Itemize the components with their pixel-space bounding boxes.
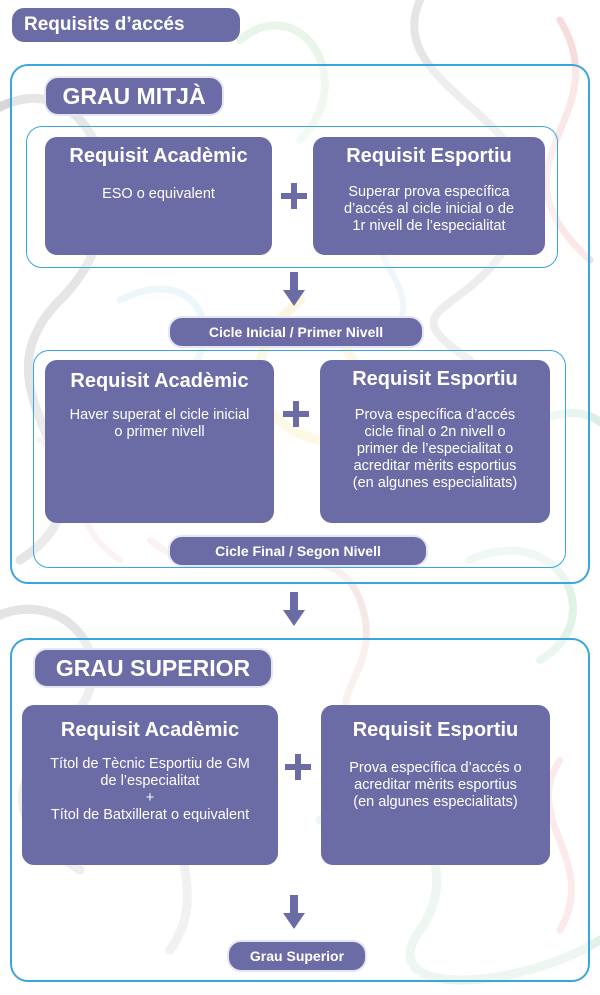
cicle-inicial-academic-box: Requisit Acadèmic ESO o equivalent [45, 137, 272, 255]
grau-superior-academic-box: Requisit Acadèmic Títol de Tècnic Esport… [22, 705, 278, 865]
arrow-down-icon [283, 592, 305, 626]
sport-heading: Requisit Esportiu [352, 719, 519, 741]
plus-icon [285, 754, 311, 780]
sport-text-line: Prova específica d’accés o [349, 760, 522, 776]
academic-heading: Requisit Acadèmic [70, 370, 249, 392]
cicle-final-academic-box: Requisit Acadèmic Haver superat el cicle… [45, 360, 274, 523]
academic-text-line: Títol de Tècnic Esportiu de GM [50, 756, 250, 772]
academic-heading: Requisit Acadèmic [60, 719, 240, 741]
arrow-down-icon [283, 272, 305, 306]
cicle-final-sport-box: Requisit Esportiu Prova específica d’acc… [320, 360, 550, 523]
sport-text-line: d’accés al cicle inicial o de [343, 201, 515, 217]
academic-text-line: Haver superat el cicle inicial [69, 407, 250, 423]
sport-heading: Requisit Esportiu [346, 145, 512, 167]
sport-text-line: (en algunes especialitats) [352, 475, 518, 491]
sport-text-line: acreditar mèrits esportius [354, 777, 517, 793]
academic-text-line: ESO o equivalent [102, 186, 215, 202]
sport-text-line: acreditar mèrits esportius [353, 458, 517, 474]
plus-icon [283, 401, 309, 427]
sport-text-line: primer de l’especialitat o [356, 441, 514, 457]
academic-text-line: o primer nivell [114, 424, 205, 440]
cicle-inicial-sport-box: Requisit Esportiu Superar prova específi… [313, 137, 545, 255]
academic-heading: Requisit Acadèmic [69, 145, 248, 167]
sport-text-line: cicle final o 2n nivell o [364, 424, 506, 440]
grau-mitja-title: GRAU MITJÀ [44, 76, 224, 116]
academic-text-line: + [145, 790, 155, 806]
arrow-down-icon [283, 895, 305, 929]
sport-heading: Requisit Esportiu [352, 368, 518, 390]
sport-text-line: Superar prova específica [348, 184, 510, 200]
plus-icon [281, 183, 307, 209]
academic-text-line: Títol de Batxillerat o equivalent [50, 807, 250, 823]
cicle-final-result: Cicle Final / Segon Nivell [168, 535, 428, 567]
sport-text-line: (en algunes especialitats) [353, 794, 518, 810]
cicle-inicial-result: Cicle Inicial / Primer Nivell [168, 316, 424, 348]
academic-text-line: de l’especialitat [100, 773, 200, 789]
grau-superior-title: GRAU SUPERIOR [33, 648, 273, 688]
grau-superior-result: Grau Superior [227, 940, 367, 972]
sport-text-line: Prova específica d’accés [354, 407, 516, 423]
grau-superior-sport-box: Requisit Esportiu Prova específica d’acc… [321, 705, 550, 865]
page-title: Requisits d’accés [12, 8, 240, 42]
sport-text-line: 1r nivell de l’especialitat [352, 218, 506, 234]
